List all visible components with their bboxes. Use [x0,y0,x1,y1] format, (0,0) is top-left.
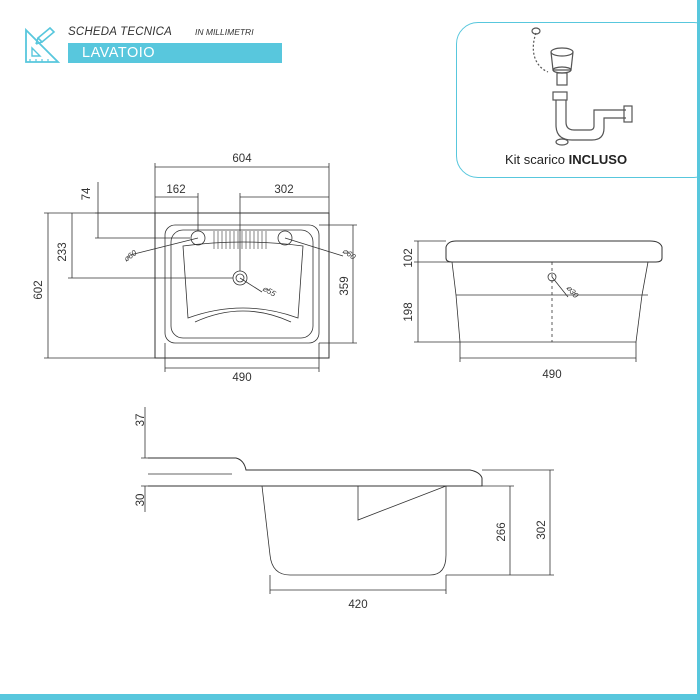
dim-top-offset: 74 [81,187,93,200]
side-view [414,240,663,362]
dim-drain: ⌀55 [261,284,278,299]
dim-section-bottom: 420 [348,599,367,611]
top-view [44,163,357,372]
dim-section-top: 37 [135,414,147,427]
ruler-pencil-icon [25,26,61,63]
dim-side-body: 198 [403,302,415,321]
dim-front-width: 490 [232,372,251,384]
spec-header: SCHEDA TECNICA IN MILLIMETRI LAVATOIO [24,24,282,70]
dim-top-width: 604 [232,153,252,165]
dim-side-top: 102 [403,248,415,267]
product-name: LAVATOIO [82,45,156,61]
dim-hole-left: ⌀60 [122,248,139,264]
dim-inner-left: 162 [166,184,185,196]
kit-label-bold: INCLUSO [568,152,628,167]
dim-inner-depth: 359 [339,276,351,295]
dim-side-width: 490 [542,369,561,381]
drain-kit-label: Kit scarico INCLUSO [505,152,627,167]
dim-section-inner: 266 [496,522,508,541]
accent-edge-right [697,0,700,700]
dim-inner-right: 302 [274,184,293,196]
kit-label-regular: Kit scarico [505,152,569,167]
section-view [141,407,554,594]
product-banner: LAVATOIO [68,43,282,63]
dim-section-total: 302 [536,520,548,539]
units-note: IN MILLIMETRI [195,27,254,37]
dim-depth-upper: 233 [57,242,69,261]
dim-side-drain: ⌀30 [564,284,580,301]
dim-hole-right: ⌀60 [341,246,358,262]
accent-bar-bottom [0,694,700,700]
spec-title: SCHEDA TECNICA [68,26,172,38]
drain-kit-panel [456,22,700,178]
dim-total-depth: 602 [33,280,45,299]
dim-section-lip: 30 [135,494,147,507]
